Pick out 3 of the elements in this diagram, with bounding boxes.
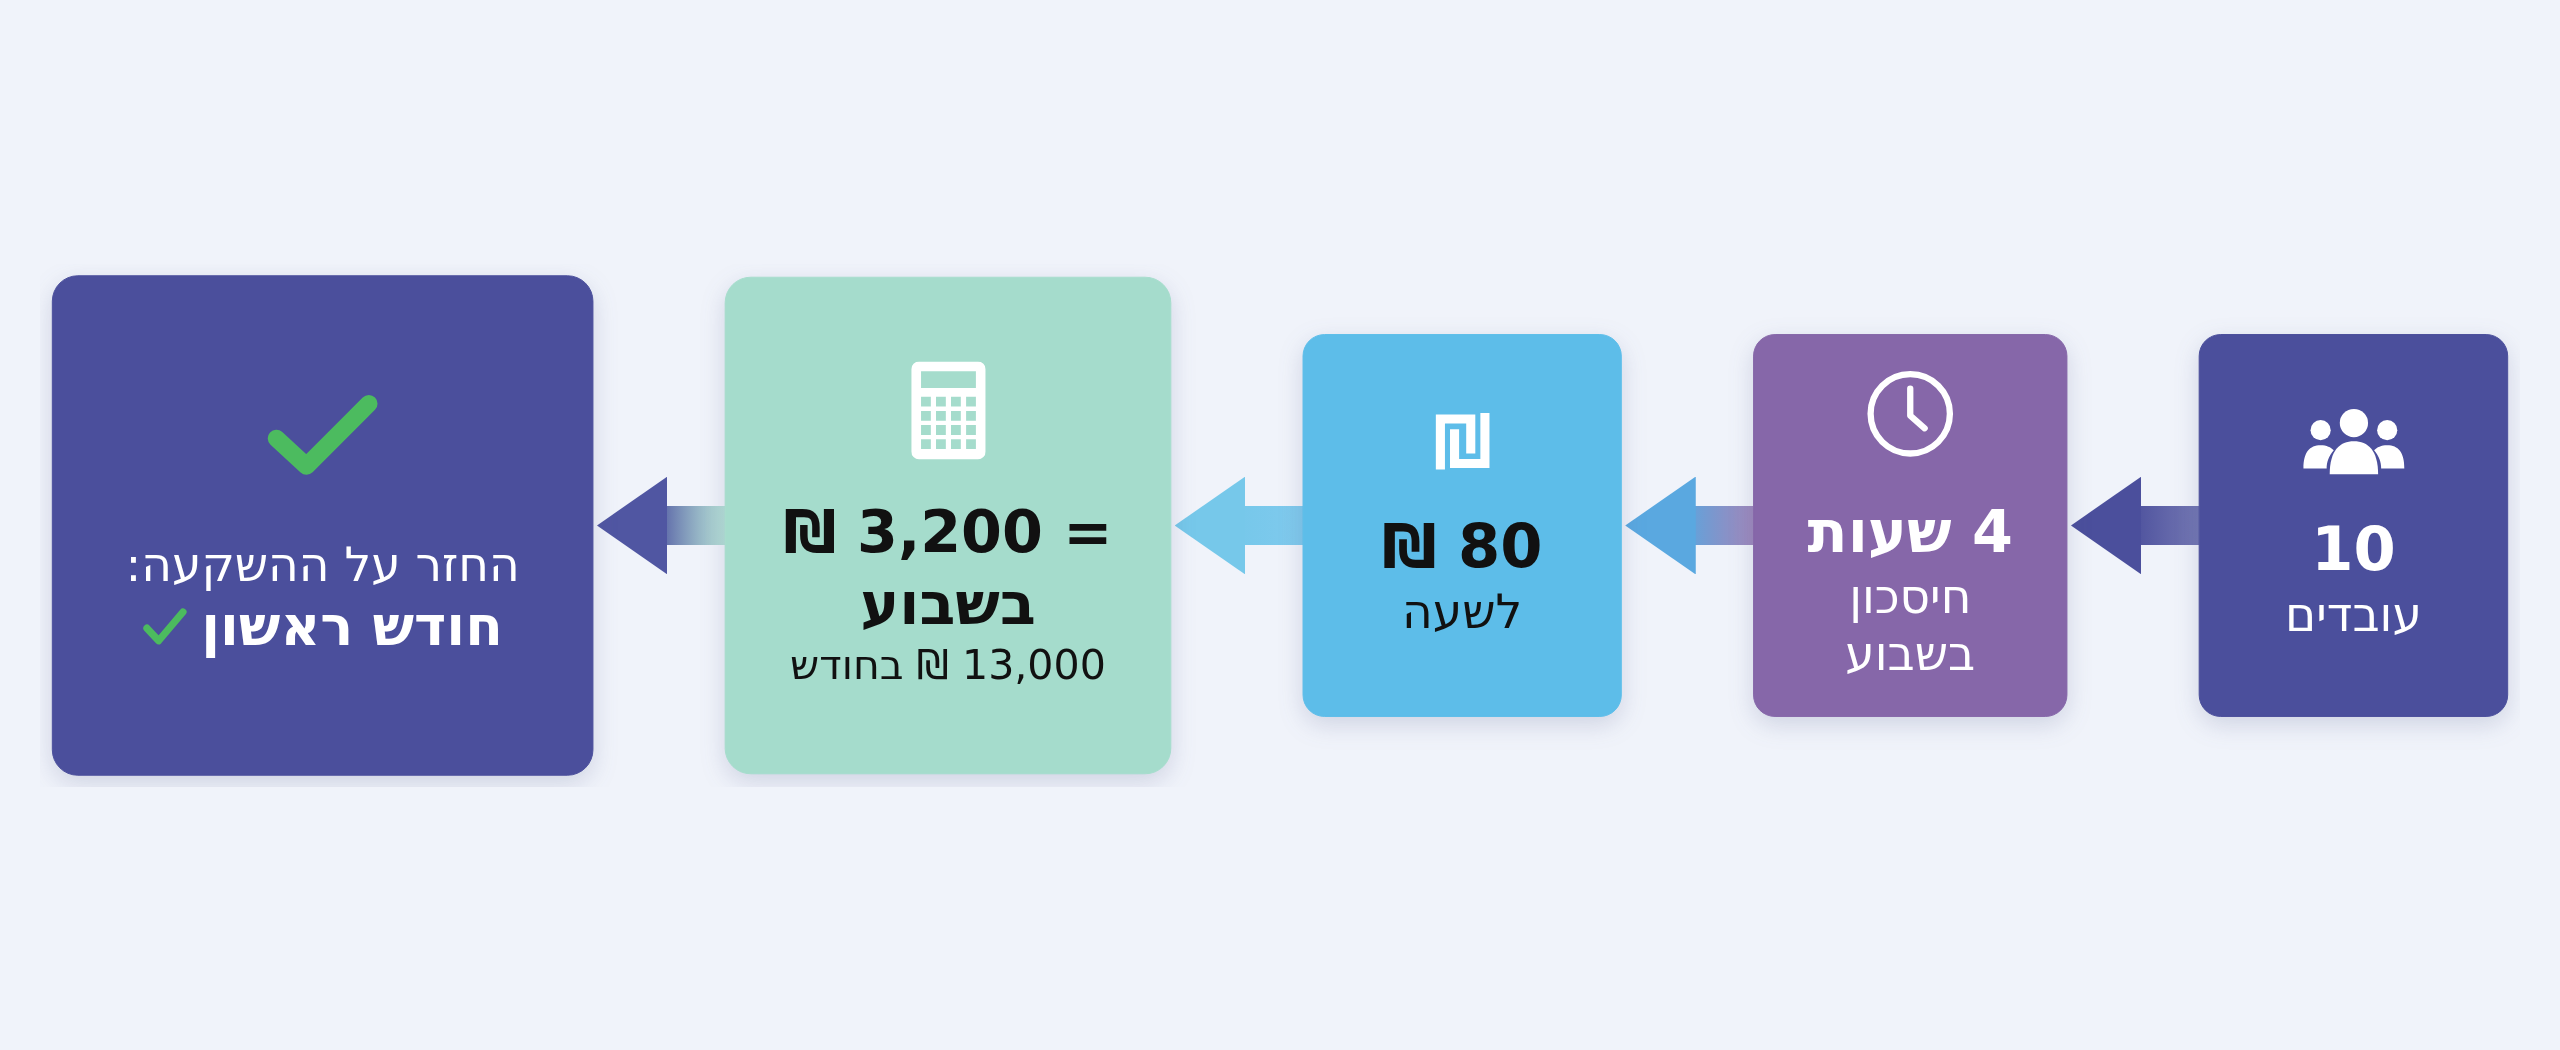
node-box: 4 שעות חיסכון בשבוע xyxy=(1753,333,2068,717)
node-box: החזר על ההשקעה: חודש ראשון xyxy=(51,274,594,776)
node-box: = 3,200 ₪ בשבוע 13,000 ₪ בחודש xyxy=(724,276,1172,774)
